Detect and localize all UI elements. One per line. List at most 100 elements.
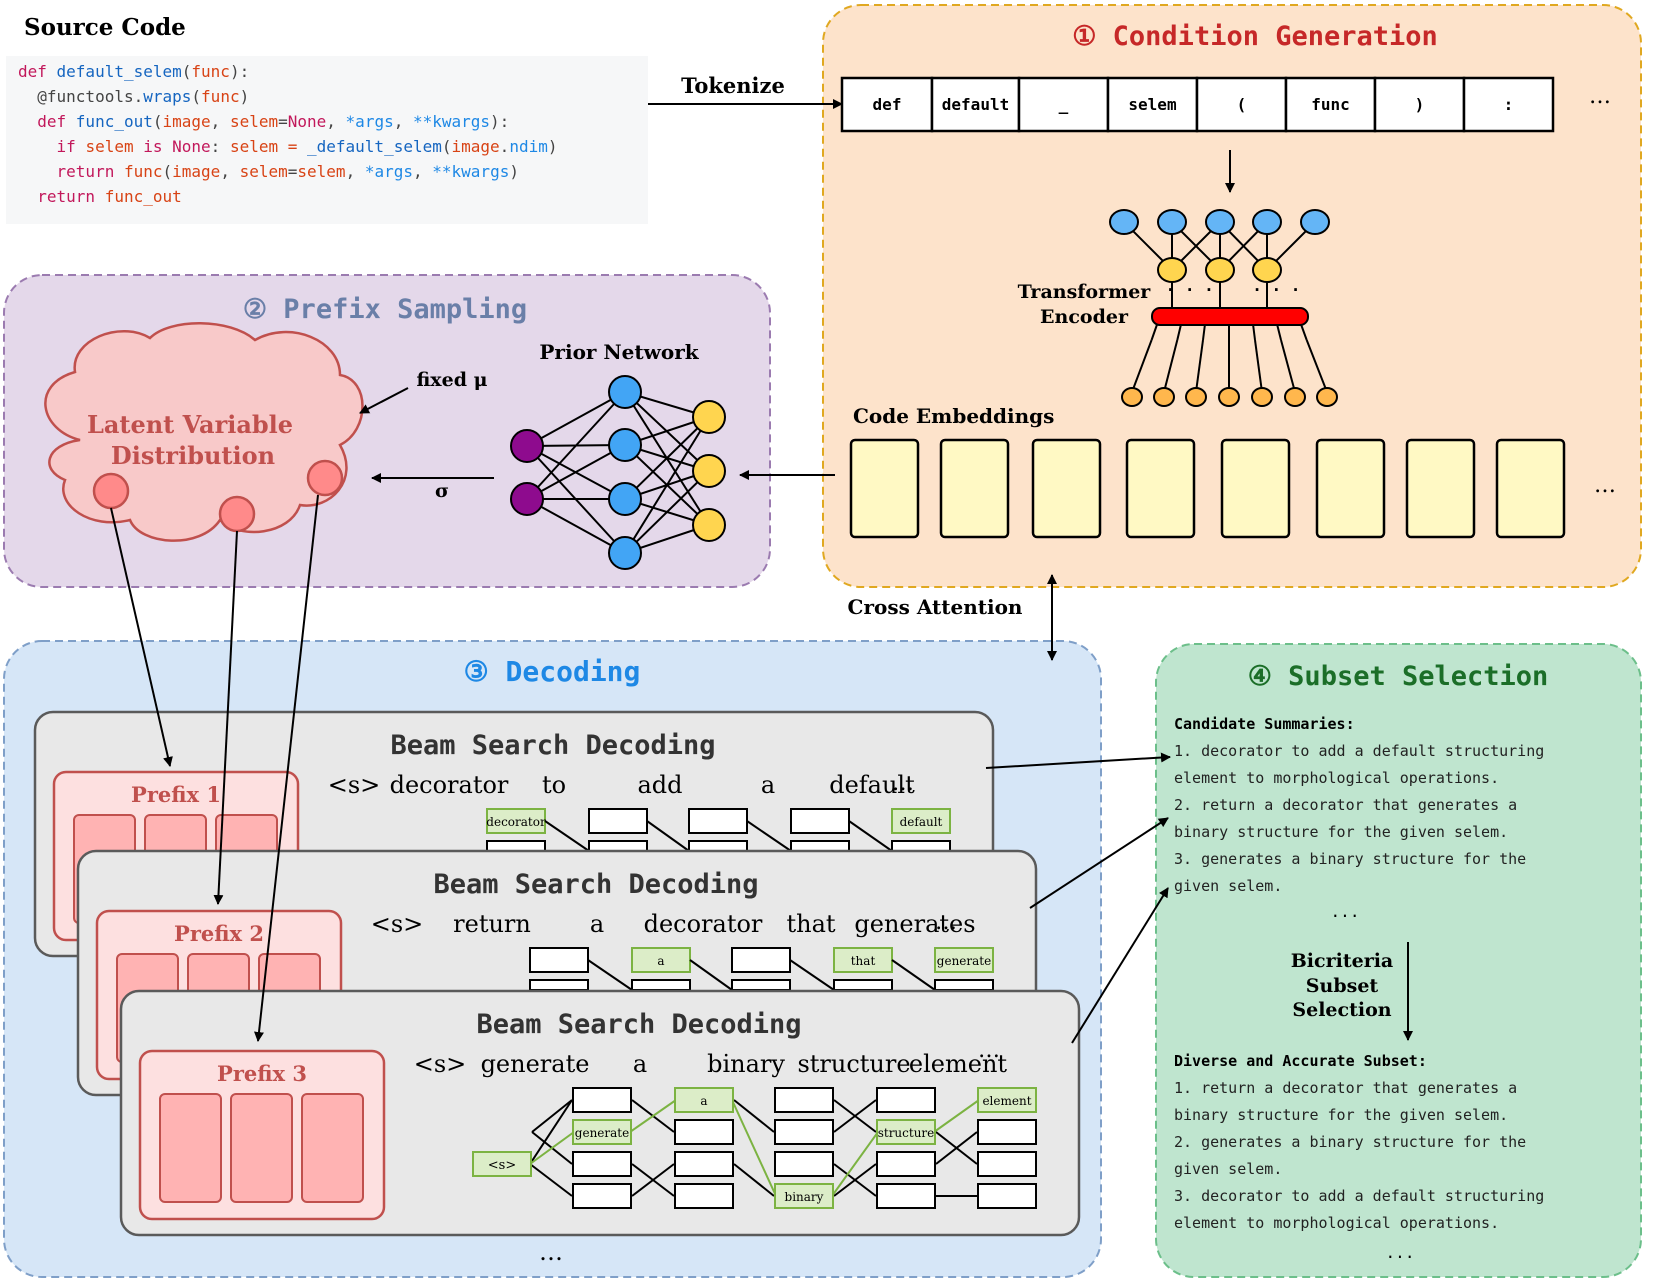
prior-hidden-node — [608, 428, 642, 462]
summary-line: 3. generates a binary structure for the — [1174, 850, 1526, 868]
token-box — [1373, 76, 1466, 133]
beam-token-label: element — [982, 1094, 1031, 1108]
beam-token-node — [977, 1119, 1037, 1145]
decoded-word: add — [637, 771, 682, 799]
encoder-node — [1284, 387, 1306, 407]
beam-token-node — [674, 1183, 734, 1209]
beam-search-title: Beam Search Decoding — [476, 1009, 801, 1040]
decoding-panel: ③ Decoding — [3, 640, 1102, 1278]
beam-token-node — [876, 1151, 936, 1177]
decoding-title: ③ Decoding — [464, 655, 641, 688]
decoded-word: element — [909, 1050, 1008, 1078]
prefix-vector — [144, 814, 207, 924]
token-box — [1106, 76, 1199, 133]
encoder-node — [1252, 209, 1282, 235]
encoder-node — [1252, 257, 1282, 283]
beam-token-node — [731, 947, 791, 973]
beam-search-title: Beam Search Decoding — [390, 730, 715, 761]
subset-selection-panel: ④ Subset Selection — [1155, 643, 1642, 1278]
code-embeddings-label: Code Embeddings — [853, 404, 1054, 428]
prefix-label: Prefix 1 — [131, 782, 221, 807]
candidates-ellipsis: ... — [1331, 902, 1360, 921]
prefix-box — [52, 770, 300, 942]
code-line: def func_out(image, selem=None, *args, *… — [18, 112, 510, 131]
encoder-node — [1300, 209, 1330, 235]
summary-line: 2. generates a binary structure for the — [1174, 1133, 1526, 1151]
beam-token-node — [876, 1087, 936, 1113]
bicriteria-label-3: Selection — [1292, 999, 1391, 1021]
beam-token-node — [674, 1151, 734, 1177]
beam-token-node — [572, 1119, 632, 1145]
token-label: : — [1504, 95, 1514, 114]
encoder-node — [1205, 209, 1235, 235]
encoder-node — [1185, 387, 1207, 407]
decoding-ellipsis: … — [539, 1238, 563, 1266]
beam-token-node — [529, 947, 589, 973]
prefix-vector — [230, 1093, 293, 1203]
token-label: def — [873, 95, 902, 114]
beam-search-title: Beam Search Decoding — [433, 869, 758, 900]
decoded-word: generate — [481, 1050, 590, 1078]
summary-line: 3. decorator to add a default structurin… — [1174, 1187, 1544, 1205]
beam-token-node — [790, 808, 850, 834]
encoder-node — [1157, 257, 1187, 283]
summary-line: binary structure for the given selem. — [1174, 1106, 1508, 1124]
beam-token-label: decorator — [486, 815, 546, 829]
beam-token-node — [774, 1151, 834, 1177]
latent-sample-1 — [92, 472, 130, 510]
beam-token-node — [572, 1183, 632, 1209]
beam-ellipsis: … — [892, 771, 914, 796]
tokenize-label: Tokenize — [681, 73, 785, 98]
beam-token-label: a — [657, 954, 664, 968]
decoded-word: to — [542, 771, 566, 799]
decoded-word: <s> — [371, 910, 424, 938]
summary-line: element to morphological operations. — [1174, 769, 1499, 787]
cross-attention-label: Cross Attention — [848, 595, 1023, 619]
candidate-summaries: 1. decorator to add a default structurin… — [1174, 742, 1544, 895]
beam3-to-subset-arrow — [1071, 887, 1169, 1044]
result-header: Diverse and Accurate Subset: — [1174, 1052, 1427, 1070]
encoder-node — [1205, 257, 1235, 283]
beam-token-node — [833, 947, 893, 973]
beam-token-label: <s> — [488, 1158, 516, 1173]
beam2-to-subset-arrow — [1029, 817, 1169, 909]
prior-hidden-node — [608, 536, 642, 570]
sample1-to-prefix1-arrow — [110, 507, 173, 767]
prefix-box — [138, 1049, 386, 1221]
prefix-vector — [187, 953, 250, 1063]
results-ellipsis: ... — [1386, 1243, 1415, 1262]
beam-token-label: binary — [785, 1190, 824, 1204]
code-line: return func_out — [18, 187, 182, 206]
decoded-word: return — [453, 910, 531, 938]
subset-selection-title: ④ Subset Selection — [1248, 661, 1549, 692]
encoder-node — [1153, 387, 1175, 407]
prefix-vector — [301, 1093, 364, 1203]
summary-line: given selem. — [1174, 877, 1282, 895]
encoder-node — [1121, 387, 1143, 407]
prior-hidden-node — [608, 482, 642, 516]
code-line: @functools.wraps(func) — [18, 87, 250, 106]
encoder-node — [1251, 387, 1273, 407]
beam-token-label: structure — [878, 1126, 935, 1140]
beam-token-node — [688, 808, 748, 834]
sigma-label: σ — [435, 480, 449, 502]
beam-token-node — [572, 1151, 632, 1177]
condition-generation-title: ① Condition Generation — [1072, 21, 1438, 52]
beam-search-panel: Beam Search Decoding <s> generate a binary st… — [119, 989, 1081, 1237]
embeddings-ellipsis: … — [1594, 473, 1616, 498]
diverse-accurate-subset: 1. return a decorator that generates abi… — [1174, 1079, 1544, 1232]
embedding-box — [1495, 438, 1566, 539]
decoded-word: a — [633, 1050, 647, 1078]
decoded-word: structure — [797, 1050, 910, 1078]
cloud-label-2: Distribution — [111, 441, 275, 470]
summary-line: binary structure for the given selem. — [1174, 823, 1508, 841]
beam-token-label: generate — [937, 954, 991, 968]
prefix-vector — [258, 953, 321, 1063]
token-box — [840, 76, 934, 133]
code-line: def default_selem(func): — [18, 62, 250, 81]
token-label: default — [942, 95, 1009, 114]
decoded-word: <s> — [328, 771, 381, 799]
beam-token-node — [977, 1087, 1037, 1113]
token-box — [1017, 76, 1110, 133]
